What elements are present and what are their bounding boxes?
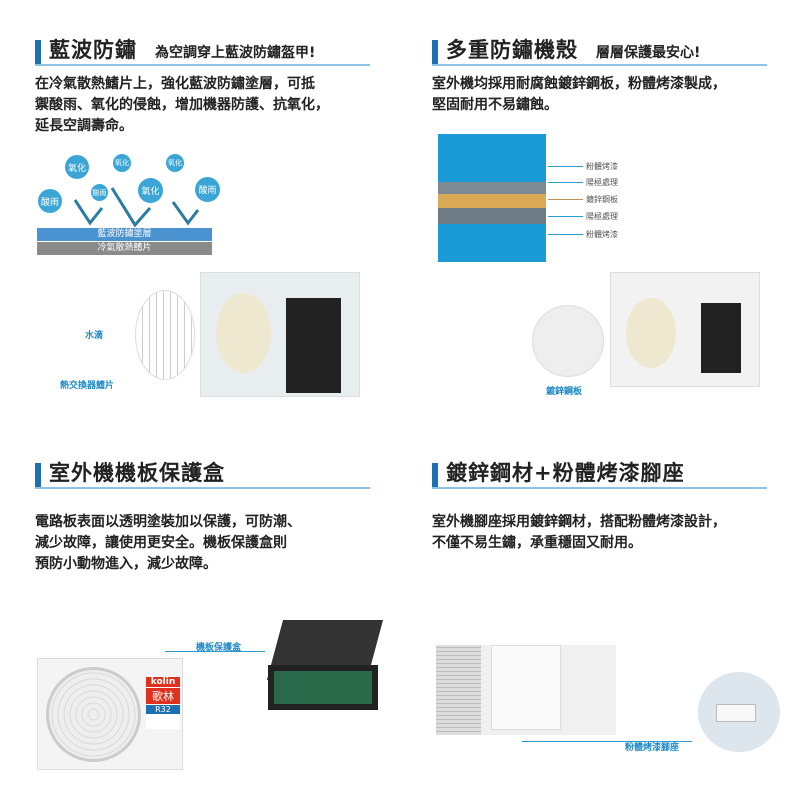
divider bbox=[35, 487, 370, 489]
base-closeup bbox=[698, 672, 780, 752]
section-header-multi-rustproof: 多重防鏽機殼 層層保護最安心! bbox=[432, 36, 700, 64]
section-body: 室外機腳座採用鍍鋅鋼材，搭配粉體烤漆設計，不僅不易生鏽，承重穩固又耐用。 bbox=[432, 514, 726, 551]
section-header-board-box: 室外機機板保護盒 bbox=[35, 459, 225, 487]
circuit-board bbox=[268, 665, 378, 710]
label-board-box: 機板保護盒 bbox=[196, 643, 242, 653]
label-fin: 熱交換器鰭片 bbox=[60, 381, 115, 391]
kolin-logo: kolin bbox=[146, 677, 180, 687]
layer-label: 粉體烤漆 bbox=[586, 230, 618, 239]
bubble: 酸雨 bbox=[38, 189, 62, 213]
bubble: 氧化 bbox=[113, 154, 131, 172]
unit-base-photo bbox=[436, 645, 616, 735]
divider bbox=[432, 64, 767, 66]
arrows-icon bbox=[73, 187, 200, 228]
bubble: 氧化 bbox=[166, 154, 184, 172]
layer-label: 陽極處理 bbox=[586, 212, 618, 221]
section-title: 鍍鋅鋼材+粉體烤漆腳座 bbox=[446, 461, 685, 485]
section-title: 藍波防鏽 bbox=[49, 38, 137, 62]
header-bar bbox=[432, 40, 438, 64]
kolin-outdoor-unit: kolin 歌林 R32 bbox=[37, 658, 183, 770]
fan-grille bbox=[46, 667, 141, 762]
bubble: 酸雨 bbox=[91, 184, 108, 201]
layer-coating: 藍波防鏽塗層 bbox=[37, 228, 212, 241]
fan bbox=[216, 293, 271, 373]
section-body: 在冷氣散熱鰭片上，強化藍波防鏽塗層，可抵禦酸雨、氧化的侵蝕，增加機器防護、抗氧化… bbox=[35, 76, 329, 134]
section-body: 電路板表面以透明塗裝加以保護，可防潮、減少故障，讓使用更安全。機板保護盒則預防小… bbox=[35, 514, 301, 572]
header-bar bbox=[35, 40, 41, 64]
label-drop: 水滴 bbox=[85, 331, 104, 341]
section-header-base: 鍍鋅鋼材+粉體烤漆腳座 bbox=[432, 459, 685, 487]
section-title: 多重防鏽機殼 bbox=[446, 38, 578, 62]
divider bbox=[35, 64, 370, 66]
layer-label: 陽極處理 bbox=[586, 178, 618, 187]
bubble: 氧化 bbox=[138, 178, 163, 203]
outdoor-unit-interior bbox=[200, 272, 360, 397]
section-header-blue-rustproof: 藍波防鏽 為空調穿上藍波防鏽盔甲! bbox=[35, 36, 315, 64]
section-title: 室外機機板保護盒 bbox=[49, 461, 225, 485]
header-bar bbox=[35, 463, 41, 487]
outdoor-unit-shell bbox=[610, 272, 760, 387]
layer-label: 鍍鋅鋼板 bbox=[586, 195, 618, 204]
r32-badge: R32 bbox=[146, 705, 180, 714]
steel-closeup bbox=[532, 305, 604, 377]
bubble: 酸雨 bbox=[195, 177, 220, 202]
brand-label: kolin 歌林 R32 bbox=[146, 677, 180, 729]
header-bar bbox=[432, 463, 438, 487]
control-box bbox=[286, 298, 341, 393]
layer bbox=[438, 134, 546, 182]
fin-closeup bbox=[135, 290, 195, 380]
section-subtitle: 為空調穿上藍波防鏽盔甲! bbox=[155, 45, 316, 61]
brand-cn: 歌林 bbox=[146, 688, 180, 704]
label-galvanized: 鍍鋅鋼板 bbox=[546, 387, 583, 397]
section-subtitle: 層層保護最安心! bbox=[596, 45, 701, 61]
layer-fin: 冷氣散熱鰭片 bbox=[37, 242, 212, 255]
divider bbox=[432, 487, 767, 489]
section-body: 室外機均採用耐腐蝕鍍鋅鋼板，粉體烤漆製成，堅固耐用不易鏽蝕。 bbox=[432, 76, 726, 113]
label-base: 粉體烤漆腳座 bbox=[625, 743, 680, 753]
bubble: 氧化 bbox=[65, 155, 89, 179]
layer-label: 粉體烤漆 bbox=[586, 162, 618, 171]
